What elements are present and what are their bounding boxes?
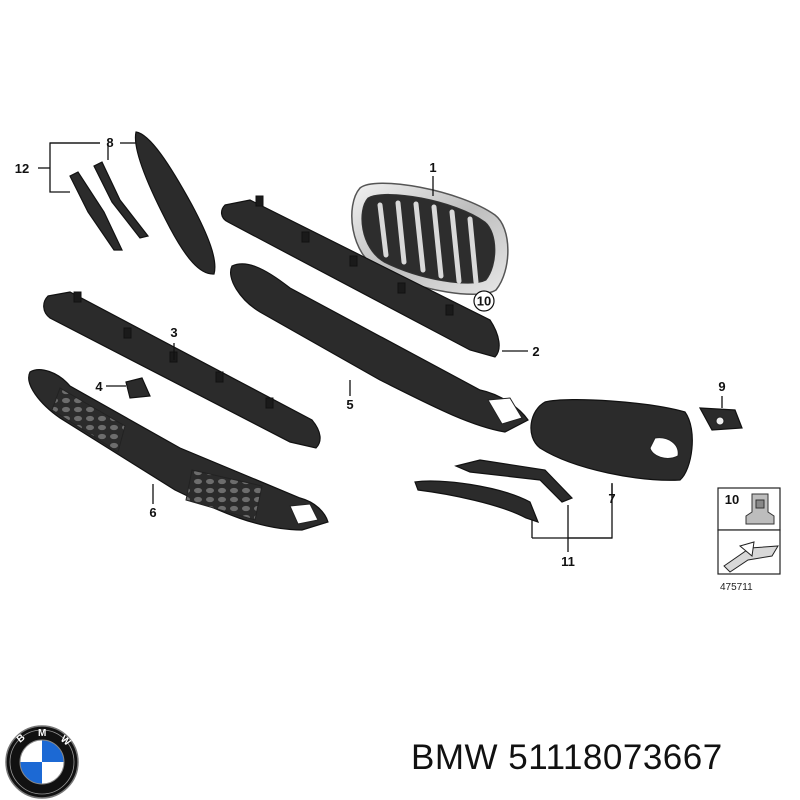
- upper-grille-part: [221, 195, 500, 358]
- callout-12: 12: [15, 161, 29, 176]
- legend-clip-number: 10: [725, 492, 739, 507]
- trim-strip-parts: [414, 459, 574, 523]
- center-grille-part: [230, 263, 529, 433]
- small-trim-parts: [69, 161, 150, 251]
- callout-6: 6: [149, 505, 156, 520]
- lower-grille-part: [28, 369, 329, 531]
- callout-4: 4: [95, 379, 103, 394]
- callout-label-10-circle: 10: [477, 294, 491, 309]
- callout-numbers: 1 2 3 4 5 6 7 8 9 11 12: [15, 135, 726, 569]
- callout-11: 11: [561, 554, 575, 569]
- clip-icon: [745, 493, 775, 525]
- bmw-logo: B M W: [5, 725, 79, 799]
- legend-box: 10 475711: [717, 487, 781, 593]
- leader-lines: [38, 142, 723, 552]
- kidney-grille-part: [351, 182, 509, 295]
- callout-1: 1: [429, 160, 436, 175]
- callout-9: 9: [718, 379, 725, 394]
- bracket-part: [125, 377, 151, 399]
- side-grille-part: [530, 399, 693, 481]
- diagram-number: 475711: [720, 582, 753, 593]
- callout-3: 3: [170, 325, 177, 340]
- callout-8: 8: [106, 135, 113, 150]
- circle-callout-10: 10: [473, 290, 495, 312]
- callout-5: 5: [346, 397, 353, 412]
- clip-part: [698, 407, 743, 431]
- vertical-grille-part: [134, 131, 216, 275]
- callout-7: 7: [608, 491, 615, 506]
- part-number-caption: BMW 51118073667: [411, 738, 723, 777]
- svg-text:M: M: [38, 728, 46, 739]
- callout-2: 2: [532, 344, 539, 359]
- pointer-arrow-icon: [723, 541, 779, 573]
